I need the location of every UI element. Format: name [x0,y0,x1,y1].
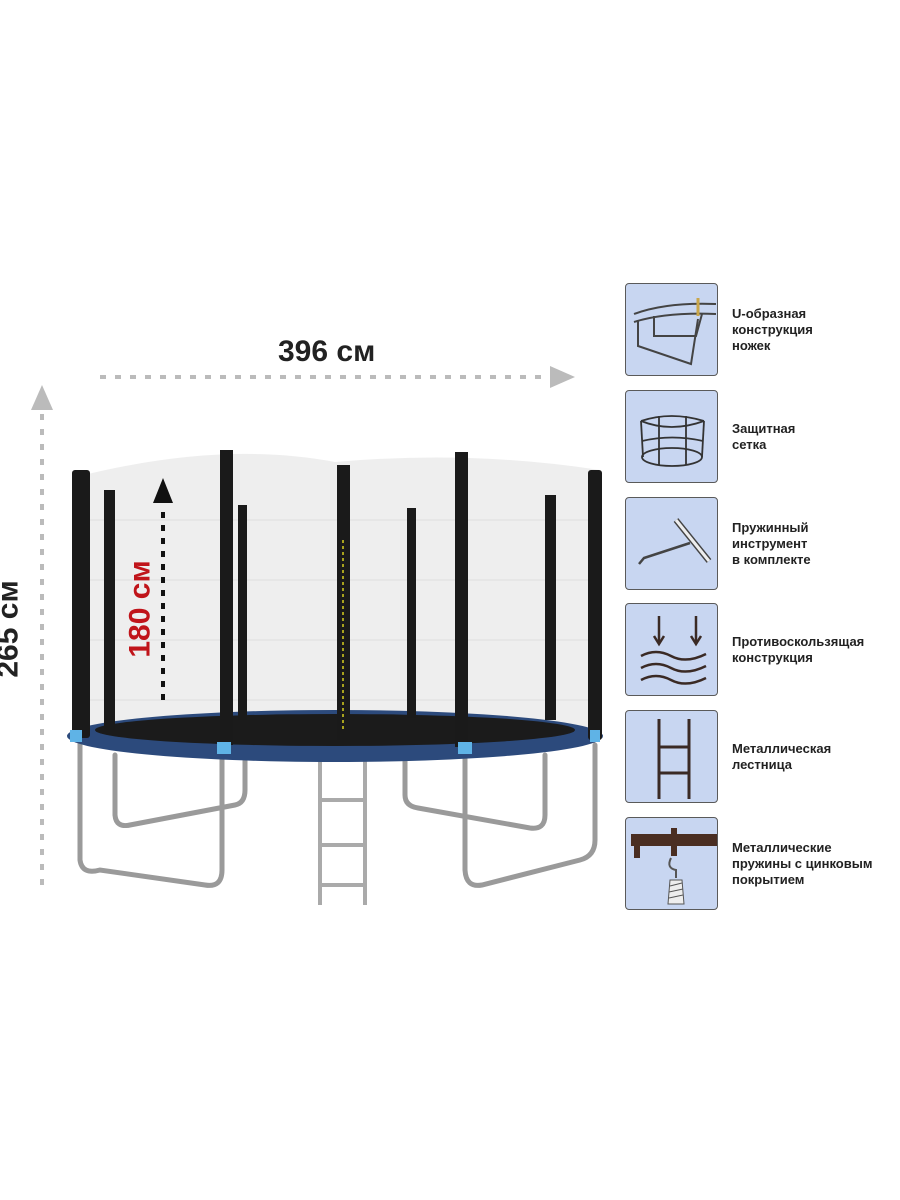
feature-text-line: Металлическая [732,741,832,756]
height-label: 265 см [0,580,25,678]
width-label: 396 см [278,335,376,368]
feature-text-line: Противоскользящая [732,634,865,649]
feature-text-line: Металлические [732,840,832,855]
feature-text-line: конструкция [732,650,813,665]
feature-text-line: лестница [732,757,792,772]
feature-text-line: покрытием [732,872,805,887]
jumping-mat [95,714,575,746]
feature-text-line: инструмент [732,536,808,551]
ladder-icon [625,710,718,803]
feature-text-line: Защитная [732,421,796,436]
feature-text-line: сетка [732,437,767,452]
feature-text-line: в комплекте [732,552,811,567]
feature-text-line: пружины с цинковым [732,856,873,871]
spring-tool-icon [625,497,718,590]
spring-icon [625,817,718,910]
feature-text-line: конструкция [732,322,813,337]
anti-slip-icon [625,603,718,696]
feature-text-line: ножек [732,338,771,353]
width-arrow [40,375,555,885]
u-legs-icon [625,283,718,376]
net-height-label: 180 см [123,560,157,658]
feature-text-line: Пружинный [732,520,809,535]
safety-net-icon [625,390,718,483]
feature-text-line: U-образная [732,306,807,321]
